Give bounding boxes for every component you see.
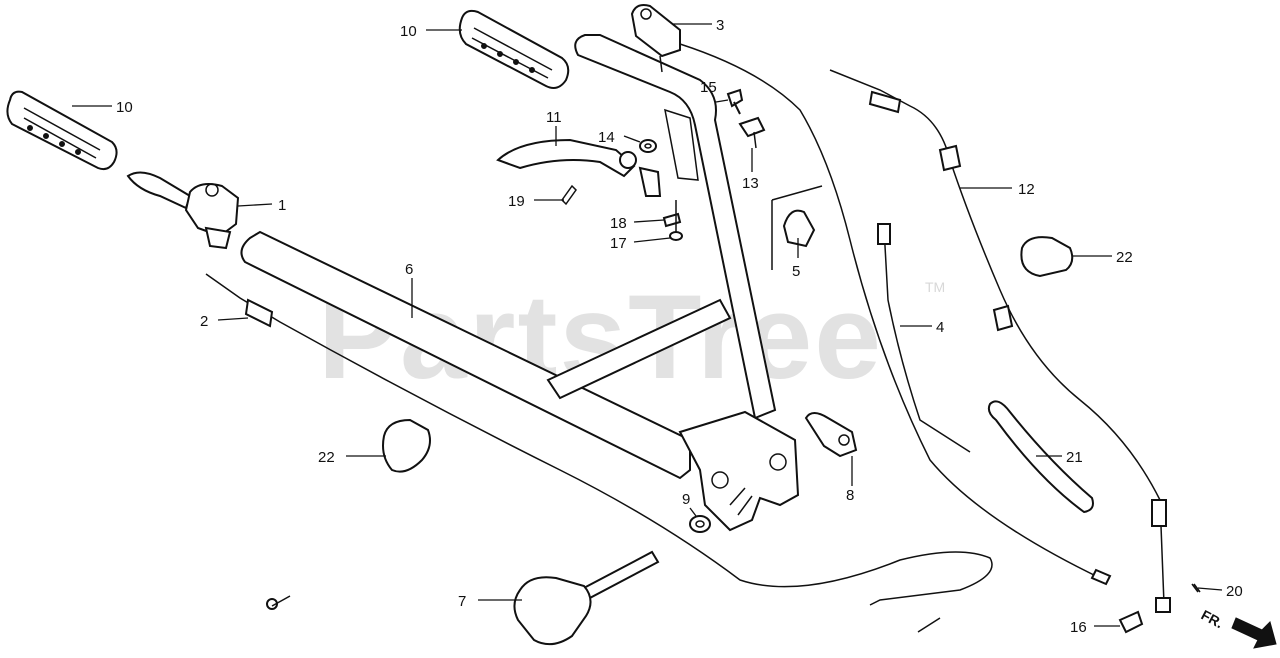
callout-4[interactable]: 4 [936,319,944,336]
callout-20[interactable]: 20 [1226,583,1243,600]
pin-19[interactable] [561,184,577,206]
callout-18[interactable]: 18 [610,215,627,232]
callout-21[interactable]: 21 [1066,449,1083,466]
callout-16[interactable]: 16 [1070,619,1087,636]
callout-19[interactable]: 19 [508,193,525,210]
clutch-lever[interactable] [496,138,662,197]
callout-10-left[interactable]: 10 [116,99,133,116]
adjustment-knob-7[interactable] [513,550,660,646]
callout-15[interactable]: 15 [700,79,717,96]
grip-right[interactable] [458,9,570,89]
clip-20[interactable] [1191,583,1201,593]
callout-3[interactable]: 3 [716,17,724,34]
clutch-cable-12[interactable] [829,69,1171,613]
cable-band-22-left[interactable] [382,418,431,473]
leader-lines [72,23,1223,627]
front-direction-label: FR. [1199,607,1226,632]
callout-22-right[interactable]: 22 [1116,249,1133,266]
callout-10-right[interactable]: 10 [400,23,417,40]
callout-17[interactable]: 17 [610,235,627,252]
front-direction-arrow: FR. [1199,607,1277,649]
callout-14[interactable]: 14 [598,129,615,146]
throttle-cable-2[interactable] [205,273,993,633]
cable-end-16[interactable] [1118,610,1144,634]
callout-1[interactable]: 1 [278,197,286,214]
bolt-15[interactable] [726,88,744,115]
grip-left[interactable] [6,90,118,171]
callout-13[interactable]: 13 [742,175,759,192]
bolt-17[interactable] [669,200,683,241]
control-cable-4[interactable] [679,43,1112,586]
callout-11[interactable]: 11 [546,109,562,126]
callout-12[interactable]: 12 [1018,181,1035,198]
cable-sleeve-21[interactable] [987,400,1094,514]
control-lever-top[interactable] [630,4,681,73]
callout-22-left[interactable]: 22 [318,449,335,466]
handlebar-frame[interactable] [240,34,800,532]
nut-9[interactable] [689,515,711,533]
callout-labels: 1 2 3 4 5 6 7 8 9 10 10 11 12 13 14 15 1… [116,17,1243,636]
washer-14[interactable] [639,139,657,153]
callout-7[interactable]: 7 [458,593,466,610]
cable-band-22-right[interactable] [1020,236,1074,278]
bolt-13[interactable] [738,116,766,149]
watermark-trademark: TM [925,279,945,295]
callout-5[interactable]: 5 [792,263,800,280]
throttle-lever[interactable] [126,171,240,250]
cable-clip-5[interactable] [771,185,823,270]
callout-8[interactable]: 8 [846,487,854,504]
callout-9[interactable]: 9 [682,491,690,508]
callout-2[interactable]: 2 [200,313,208,330]
cable-holder-8[interactable] [804,412,858,458]
washer-18[interactable] [662,212,682,228]
callout-6[interactable]: 6 [405,261,413,278]
